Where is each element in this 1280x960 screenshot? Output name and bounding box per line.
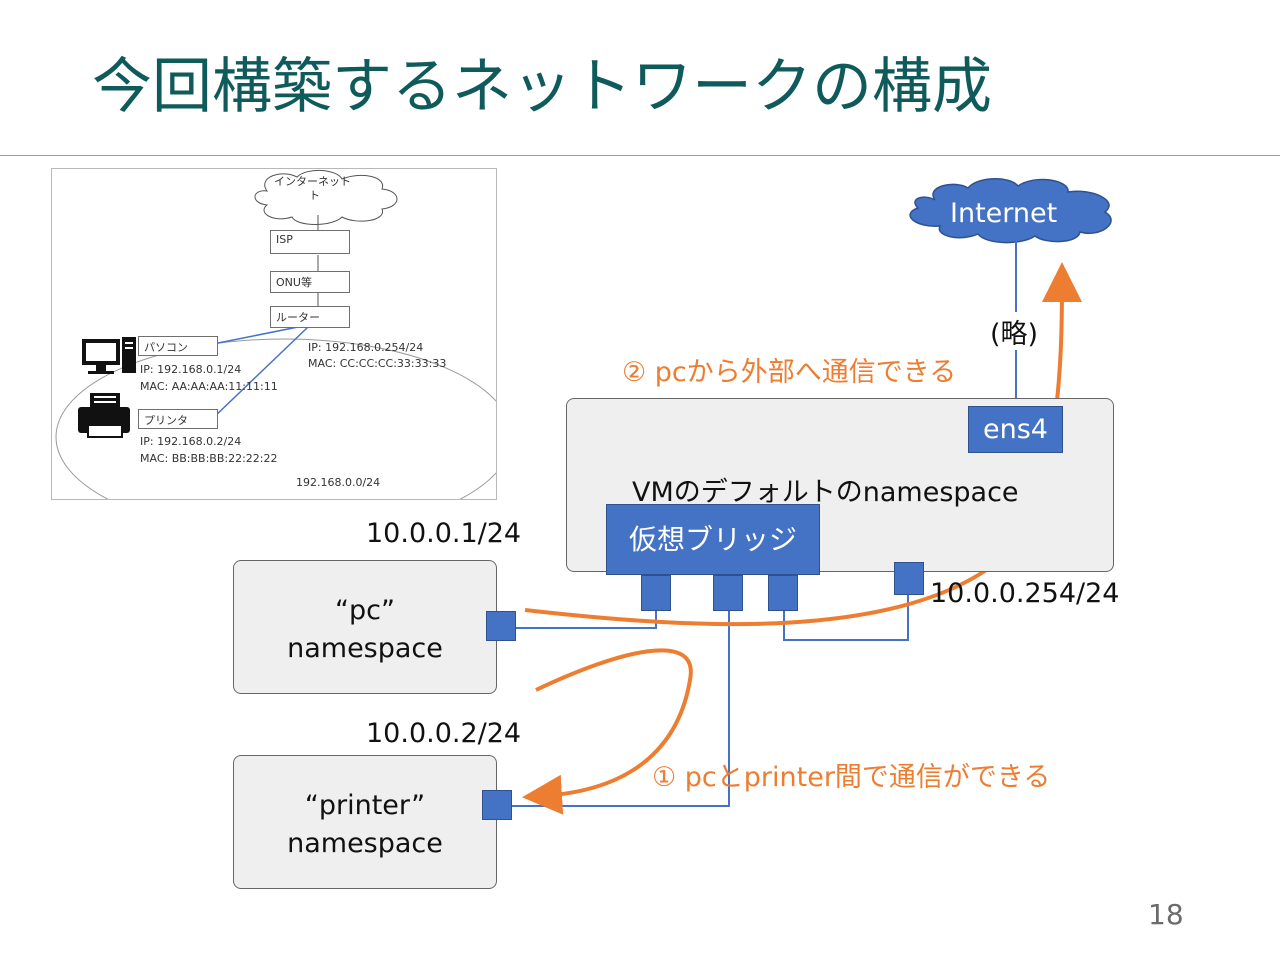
pc-icon xyxy=(82,337,136,374)
gateway-port xyxy=(894,562,924,595)
inset-printer-ip: IP: 192.168.0.2/24 xyxy=(140,435,242,448)
note-pc-external: ② pcから外部へ通信できる xyxy=(622,357,957,388)
printer-icon xyxy=(78,393,130,438)
printer-namespace-suffix: namespace xyxy=(287,828,443,859)
pc-port xyxy=(486,611,516,641)
inset-lan-ellipse xyxy=(55,338,496,499)
inset-link-router-printer xyxy=(211,326,309,420)
bridge-port-3 xyxy=(768,575,798,611)
inset-isp-box: ISP xyxy=(270,230,350,254)
reference-network-lines xyxy=(55,170,496,499)
inset-internet-label: インターネット xyxy=(274,175,351,188)
internet-cloud xyxy=(909,178,1112,244)
inset-router-box: ルーター xyxy=(270,306,350,328)
inset-printer-box: プリンタ xyxy=(138,409,218,429)
inset-printer-mac: MAC: BB:BB:BB:22:22:22 xyxy=(140,452,278,465)
pc-ip-label: 10.0.0.1/24 xyxy=(366,518,522,549)
pc-namespace-box: “pc” namespace xyxy=(233,560,497,694)
inset-pc-mac: MAC: AA:AA:AA:11:11:11 xyxy=(140,380,278,393)
printer-port xyxy=(482,790,512,820)
internet-label: Internet xyxy=(950,198,1058,229)
inset-pc-ip: IP: 192.168.0.1/24 xyxy=(140,363,242,376)
vm-namespace-label: VMのデフォルトのnamespace xyxy=(632,477,1019,508)
pc-namespace-suffix: namespace xyxy=(287,633,443,664)
arrow-pc-to-printer xyxy=(522,648,693,815)
printer-namespace-name: “printer” xyxy=(304,790,426,821)
page-title: 今回構築するネットワークの構成 xyxy=(92,52,992,122)
link-bridge-gateway xyxy=(783,594,909,641)
bridge-port-2 xyxy=(713,575,743,611)
inset-pc-box: パソコン xyxy=(138,336,218,356)
omitted-label: (略) xyxy=(990,319,1039,350)
title-divider xyxy=(0,155,1280,156)
bridge-port-1 xyxy=(641,575,671,611)
printer-namespace-box: “printer” namespace xyxy=(233,755,497,889)
inset-router-mac: MAC: CC:CC:CC:33:33:33 xyxy=(308,357,447,370)
reference-network-figure: インターネット ト ISP ONU等 ルーター パソコン プリンタ IP: 19… xyxy=(51,168,497,500)
inset-onu-box: ONU等 xyxy=(270,271,350,293)
note-pc-printer: ① pcとprinter間で通信ができる xyxy=(652,762,1051,793)
link-pc-bridge xyxy=(516,610,657,629)
ens4-interface: ens4 xyxy=(968,406,1063,453)
link-printer-bridge xyxy=(512,610,730,807)
gateway-ip-label: 10.0.0.254/24 xyxy=(930,578,1120,609)
arrow-pc-to-external xyxy=(524,262,1082,627)
inset-internet-label-wrap: ト xyxy=(309,189,320,202)
printer-ip-label: 10.0.0.2/24 xyxy=(366,718,522,749)
page-number: 18 xyxy=(1148,898,1184,931)
inset-subnet: 192.168.0.0/24 xyxy=(296,476,381,489)
pc-namespace-name: “pc” xyxy=(335,595,395,626)
inset-cloud xyxy=(254,170,398,225)
virtual-bridge: 仮想ブリッジ xyxy=(606,504,820,575)
inset-router-ip: IP: 192.168.0.254/24 xyxy=(308,341,424,354)
